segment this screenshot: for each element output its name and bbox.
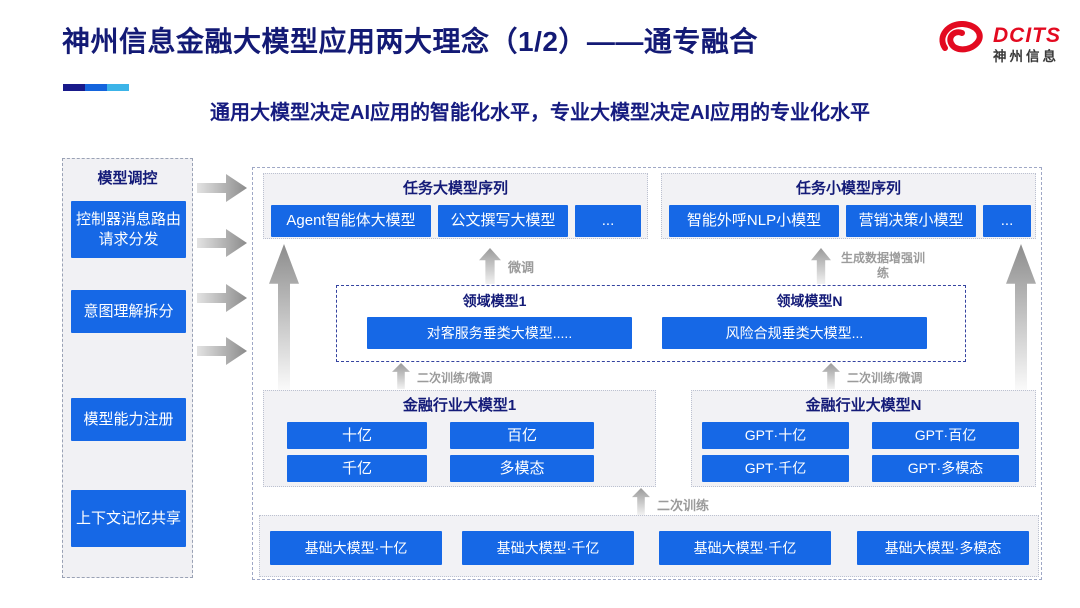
- logo-cn-name: 神州信息: [993, 49, 1059, 65]
- sidebar-title: 模型调控: [97, 170, 158, 187]
- model-box-gpt-100b: GPT·千亿: [702, 455, 849, 482]
- model-architecture-container: 任务大模型序列 Agent智能体大模型 公文撰写大模型 ... 任务小模型序列 …: [252, 167, 1042, 580]
- model-box-gpt-10b: GPT·百亿: [872, 422, 1019, 449]
- arrow-up-icon: [811, 248, 831, 284]
- base-model-100b-b: 基础大模型·千亿: [659, 531, 831, 565]
- arrow-up-icon: [1006, 244, 1036, 391]
- model-box-more: ...: [575, 205, 641, 237]
- task-small-model-group: 任务小模型序列 智能外呼NLP小模型 营销决策小模型 ...: [661, 173, 1036, 239]
- company-logo: DCITS 神州信息: [933, 18, 1061, 67]
- arrow-up-icon: [632, 488, 650, 515]
- task-large-model-group: 任务大模型序列 Agent智能体大模型 公文撰写大模型 ...: [263, 173, 648, 239]
- sidebar-item-intent: 意图理解拆分: [71, 290, 186, 333]
- group-title: 任务大模型序列: [402, 180, 508, 197]
- model-box-more: ...: [983, 205, 1031, 237]
- title-underline-bar: [63, 84, 129, 91]
- sidebar-item-context: 上下文记忆共享: [71, 490, 186, 547]
- group-title: 任务小模型序列: [795, 180, 901, 197]
- dcits-swirl-icon: [933, 18, 987, 67]
- industry-model-group-n: 金融行业大模型N GPT·十亿 GPT·百亿 GPT·千亿 GPT·多模态: [691, 390, 1036, 487]
- domain-models-box: 领域模型1 对客服务垂类大模型..... 领域模型N 风险合规垂类大模型...: [336, 285, 966, 362]
- augment-train-label: 生成数据增强训练: [840, 251, 925, 280]
- page-title: 神州信息金融大模型应用两大理念（1/2）——通专融合: [62, 26, 758, 57]
- group-title: 金融行业大模型1: [402, 397, 517, 414]
- bar-segment-cyan: [107, 84, 129, 91]
- base-model-1b: 基础大模型·十亿: [270, 531, 442, 565]
- sidebar-item-router: 控制器消息路由请求分发: [71, 201, 186, 258]
- model-box-customer-service: 对客服务垂类大模型.....: [367, 317, 632, 349]
- model-box-1b: 十亿: [287, 422, 427, 449]
- model-box-risk-compliance: 风险合规垂类大模型...: [662, 317, 927, 349]
- bar-segment-navy: [63, 84, 85, 91]
- domain-model-title-1: 领域模型1: [462, 293, 527, 309]
- slide-subtitle: 通用大模型决定AI应用的智能化水平，专业大模型决定AI应用的专业化水平: [210, 102, 870, 124]
- model-box-gpt-1b: GPT·十亿: [702, 422, 849, 449]
- arrow-up-icon: [269, 244, 299, 391]
- retrain-finetune-label-right: 二次训练/微调: [847, 371, 923, 385]
- model-box-marketing: 营销决策小模型: [846, 205, 976, 237]
- retrain-label: 二次训练: [657, 498, 710, 513]
- model-box-agent: Agent智能体大模型: [271, 205, 431, 237]
- model-box-multimodal: 多模态: [450, 455, 594, 482]
- arrow-right-icon: [197, 284, 247, 312]
- sidebar-item-registry: 模型能力注册: [71, 398, 186, 441]
- model-box-doc-writing: 公文撰写大模型: [438, 205, 568, 237]
- industry-model-group-1: 金融行业大模型1 十亿 百亿 千亿 多模态: [263, 390, 656, 487]
- model-box-outbound-nlp: 智能外呼NLP小模型: [669, 205, 839, 237]
- fine-tune-label: 微调: [508, 260, 535, 275]
- base-model-multimodal: 基础大模型·多模态: [857, 531, 1029, 565]
- model-box-100b: 千亿: [287, 455, 427, 482]
- arrow-up-icon: [822, 363, 840, 389]
- arrow-right-icon: [197, 174, 247, 202]
- base-model-100b-a: 基础大模型·千亿: [462, 531, 634, 565]
- logo-name: DCITS: [993, 24, 1061, 47]
- group-title: 金融行业大模型N: [805, 397, 922, 414]
- retrain-finetune-label-left: 二次训练/微调: [417, 371, 493, 385]
- base-models-group: 基础大模型·十亿 基础大模型·千亿 基础大模型·千亿 基础大模型·多模态: [259, 515, 1039, 577]
- model-box-gpt-multimodal: GPT·多模态: [872, 455, 1019, 482]
- arrow-up-icon: [479, 248, 501, 284]
- bar-segment-blue: [85, 84, 107, 91]
- domain-model-title-n: 领域模型N: [776, 293, 843, 309]
- model-box-10b: 百亿: [450, 422, 594, 449]
- model-control-panel: 模型调控 控制器消息路由请求分发 意图理解拆分 模型能力注册 上下文记忆共享: [62, 158, 193, 578]
- arrow-right-icon: [197, 337, 247, 365]
- arrow-up-icon: [392, 363, 410, 389]
- arrow-right-icon: [197, 229, 247, 257]
